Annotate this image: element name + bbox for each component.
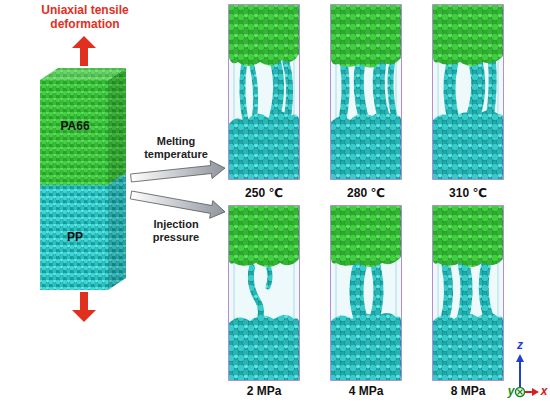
material-layer: PA66 <box>40 68 128 185</box>
condition-label: 2 MPa <box>247 384 282 398</box>
snapshot-panel: 4 MPa <box>330 205 402 398</box>
deformation-label: Uniaxial tensile deformation <box>20 4 150 32</box>
tensile-arrow-up <box>72 36 96 66</box>
snapshot-panel: 280 ℃ <box>330 4 402 200</box>
condition-label: 280 ℃ <box>347 186 385 200</box>
md-snapshot <box>433 206 504 381</box>
condition-label: 250 ℃ <box>245 186 283 200</box>
md-snapshot <box>433 5 504 180</box>
condition-label: 4 MPa <box>349 384 384 398</box>
snapshot-panel: 250 ℃ <box>228 4 300 200</box>
md-snapshot <box>229 5 300 180</box>
material-label: PA66 <box>60 119 89 133</box>
snapshot-panel: 8 MPa <box>432 205 504 398</box>
axis-triad <box>516 354 540 397</box>
process-arrow <box>130 191 225 218</box>
material-layer: PP <box>40 185 128 290</box>
process-arrow <box>131 161 225 182</box>
snapshot-panel: 2 MPa <box>228 205 300 398</box>
condition-label: 310 ℃ <box>449 186 487 200</box>
md-snapshot <box>229 206 300 381</box>
md-snapshot <box>331 5 402 180</box>
condition-label: 8 MPa <box>451 384 486 398</box>
bilayer-block <box>40 68 126 290</box>
axis-label: x <box>539 385 549 399</box>
tensile-arrow-down <box>72 292 96 322</box>
axis-label: y <box>506 385 516 399</box>
md-snapshot <box>331 206 402 381</box>
edge-label: Melting temperature <box>136 135 216 161</box>
edge-label: Injection pressure <box>136 218 216 244</box>
axis-label: z <box>513 339 527 353</box>
snapshot-panel: 310 ℃ <box>432 4 504 200</box>
material-label: PP <box>67 230 83 244</box>
